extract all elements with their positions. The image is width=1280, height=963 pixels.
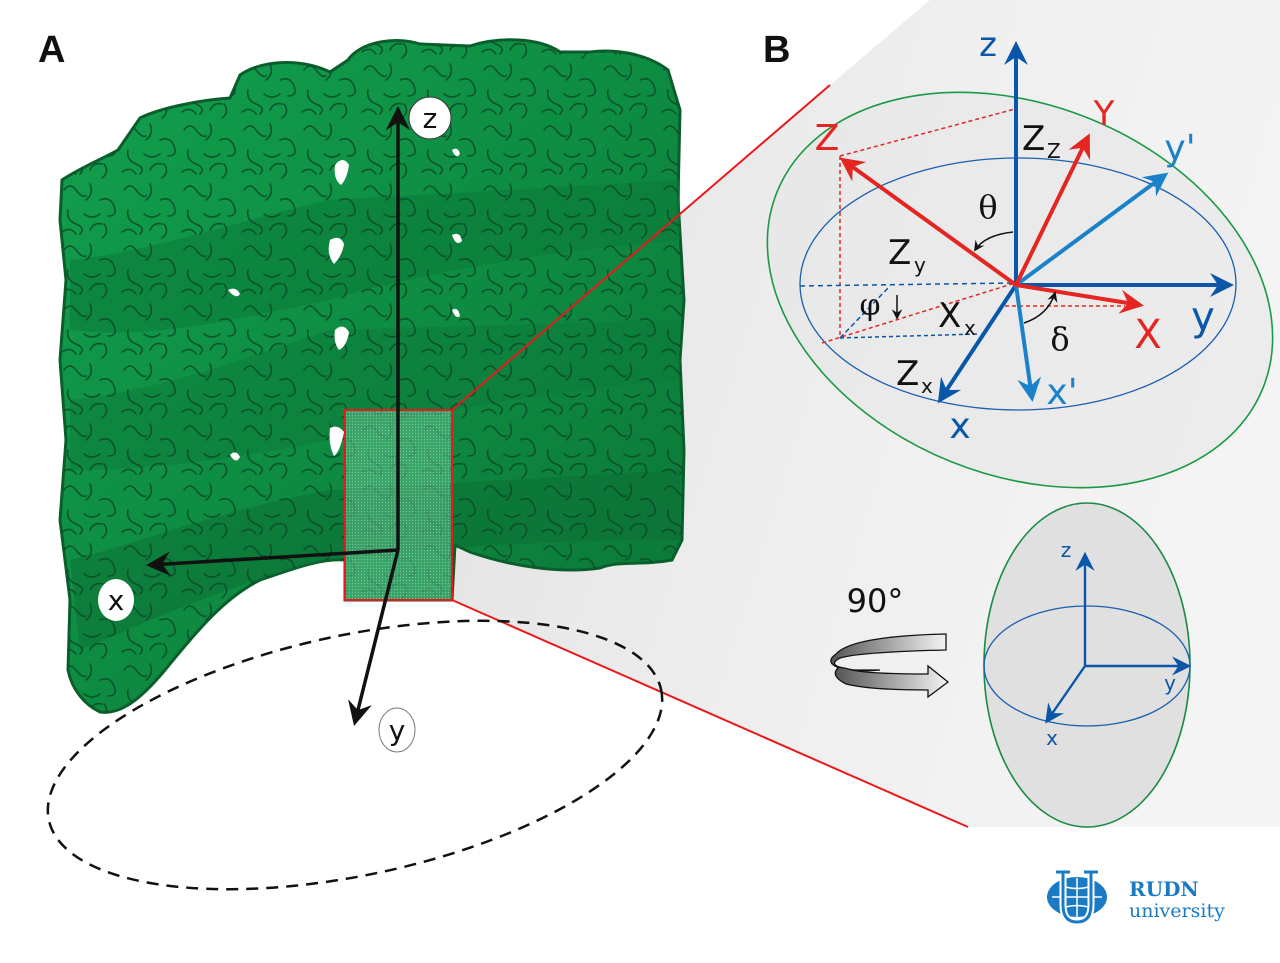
label-lab-z: z xyxy=(979,25,997,65)
axis-x-badge: x xyxy=(98,579,134,621)
dashed-orbit xyxy=(46,619,664,891)
label-Zx: Z x xyxy=(896,354,933,398)
label-Zx-sub: x xyxy=(921,374,933,398)
panel-b-diagram: z y x x' y' Z Y X Z Z Z y X x Z x θ φ δ xyxy=(766,25,1274,489)
axis-y-arrow xyxy=(348,549,400,726)
axis-lab-x-prime xyxy=(1014,284,1042,402)
rotation-angle-label: 90° xyxy=(847,582,904,620)
rotation-indicator: 90° xyxy=(830,582,950,699)
small-axis-x xyxy=(1045,665,1086,724)
rotation-arrow-icon xyxy=(830,633,950,699)
axis-lab-x xyxy=(937,283,1018,404)
protein-gaps xyxy=(228,148,462,461)
rotated-ellipsoid: z y x xyxy=(983,502,1192,828)
label-Zy: Z y xyxy=(888,233,926,277)
angle-delta-arc xyxy=(1023,291,1058,324)
label-Xx-sub: x xyxy=(964,316,976,340)
label-mol-y: Y xyxy=(1093,94,1115,134)
axis-lab-y-prime xyxy=(1014,172,1169,287)
label-lab-y-prime: y' xyxy=(1164,128,1195,169)
logo-text-university: university xyxy=(1129,900,1225,922)
label-lab-y: y xyxy=(1191,294,1215,340)
label-Zz-main: Z xyxy=(1022,119,1045,159)
angle-theta-arc xyxy=(974,231,1014,252)
label-theta: θ xyxy=(978,188,997,226)
small-label-z: z xyxy=(1061,538,1072,562)
label-Zy-main: Z xyxy=(888,233,911,273)
axis-mol-y xyxy=(1014,133,1091,286)
axis-y-label: y xyxy=(389,714,406,747)
label-Zz-sub: Z xyxy=(1047,139,1061,163)
label-lab-x: x xyxy=(949,406,970,447)
axis-mol-x xyxy=(1015,283,1144,314)
logo-text-rudn: RUDN xyxy=(1129,877,1199,901)
small-label-y: y xyxy=(1164,671,1176,695)
axis-x-arrow xyxy=(145,548,399,576)
rudn-logo: RUDN university xyxy=(1047,870,1225,926)
label-Zx-main: Z xyxy=(896,354,919,394)
label-delta: δ xyxy=(1050,320,1069,358)
protein-texture xyxy=(60,39,684,713)
axis-x-label: x xyxy=(108,584,125,617)
panel-label-b: B xyxy=(763,29,790,71)
protein-structure xyxy=(58,38,686,714)
zoom-line-bottom xyxy=(451,599,969,828)
label-Xx: X x xyxy=(938,296,976,340)
label-lab-x-prime: x' xyxy=(1046,372,1077,413)
label-mol-z: Z xyxy=(815,118,840,159)
axis-z-badge: z xyxy=(408,96,452,140)
zoom-line-top xyxy=(451,84,831,411)
label-Zz: Z Z xyxy=(1022,119,1061,163)
label-phi: φ xyxy=(859,288,880,323)
axis-y-badge: y xyxy=(378,707,416,753)
label-Zy-sub: y xyxy=(914,253,926,277)
label-mol-x: X xyxy=(1134,312,1161,358)
axis-mol-z xyxy=(839,157,1018,287)
label-Xx-main: X xyxy=(938,296,961,336)
panel-a-axes: z x y xyxy=(98,96,452,753)
rudn-globe-icon xyxy=(1047,870,1107,926)
axis-z-label: z xyxy=(423,102,438,135)
panel-label-a: A xyxy=(38,29,65,71)
small-label-x: x xyxy=(1046,726,1058,750)
projection-lines xyxy=(799,108,1125,344)
